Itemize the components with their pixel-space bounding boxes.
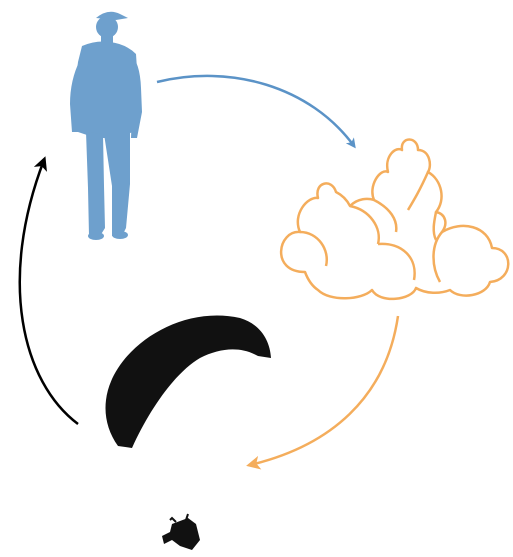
paraglider-icon bbox=[92, 302, 276, 555]
arrow-person-to-clouds bbox=[157, 76, 354, 146]
arrow-paraglider-to-person bbox=[20, 160, 78, 424]
cloud-cluster-icon bbox=[281, 140, 508, 299]
person-silhouette-icon bbox=[70, 12, 142, 240]
